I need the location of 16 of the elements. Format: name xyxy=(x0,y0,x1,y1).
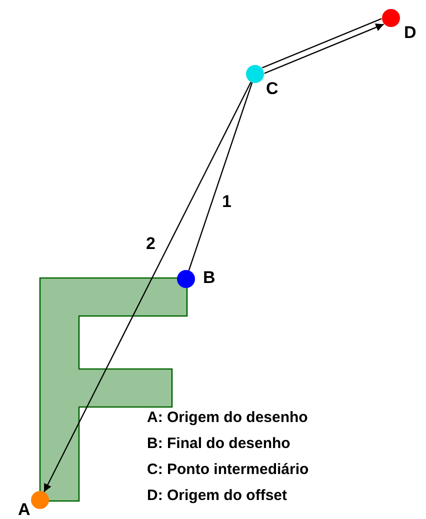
arrow xyxy=(264,24,384,74)
point-label: D xyxy=(404,24,416,41)
point-label: A xyxy=(18,501,30,518)
legend-text: D: Origem do offset xyxy=(147,488,288,503)
point-marker xyxy=(177,270,195,288)
point-label: C xyxy=(266,80,278,97)
edge-label: 1 xyxy=(222,193,232,210)
point-label: B xyxy=(203,269,216,286)
edge-label: 2 xyxy=(146,235,156,252)
point-marker xyxy=(31,491,49,509)
point-marker xyxy=(246,65,264,83)
legend-text: B: Final do desenho xyxy=(147,436,290,451)
arrow xyxy=(44,82,252,492)
point-marker xyxy=(382,9,400,27)
legend-text: C: Ponto intermediário xyxy=(147,462,309,477)
legend-text: A: Origem do desenho xyxy=(147,410,308,425)
